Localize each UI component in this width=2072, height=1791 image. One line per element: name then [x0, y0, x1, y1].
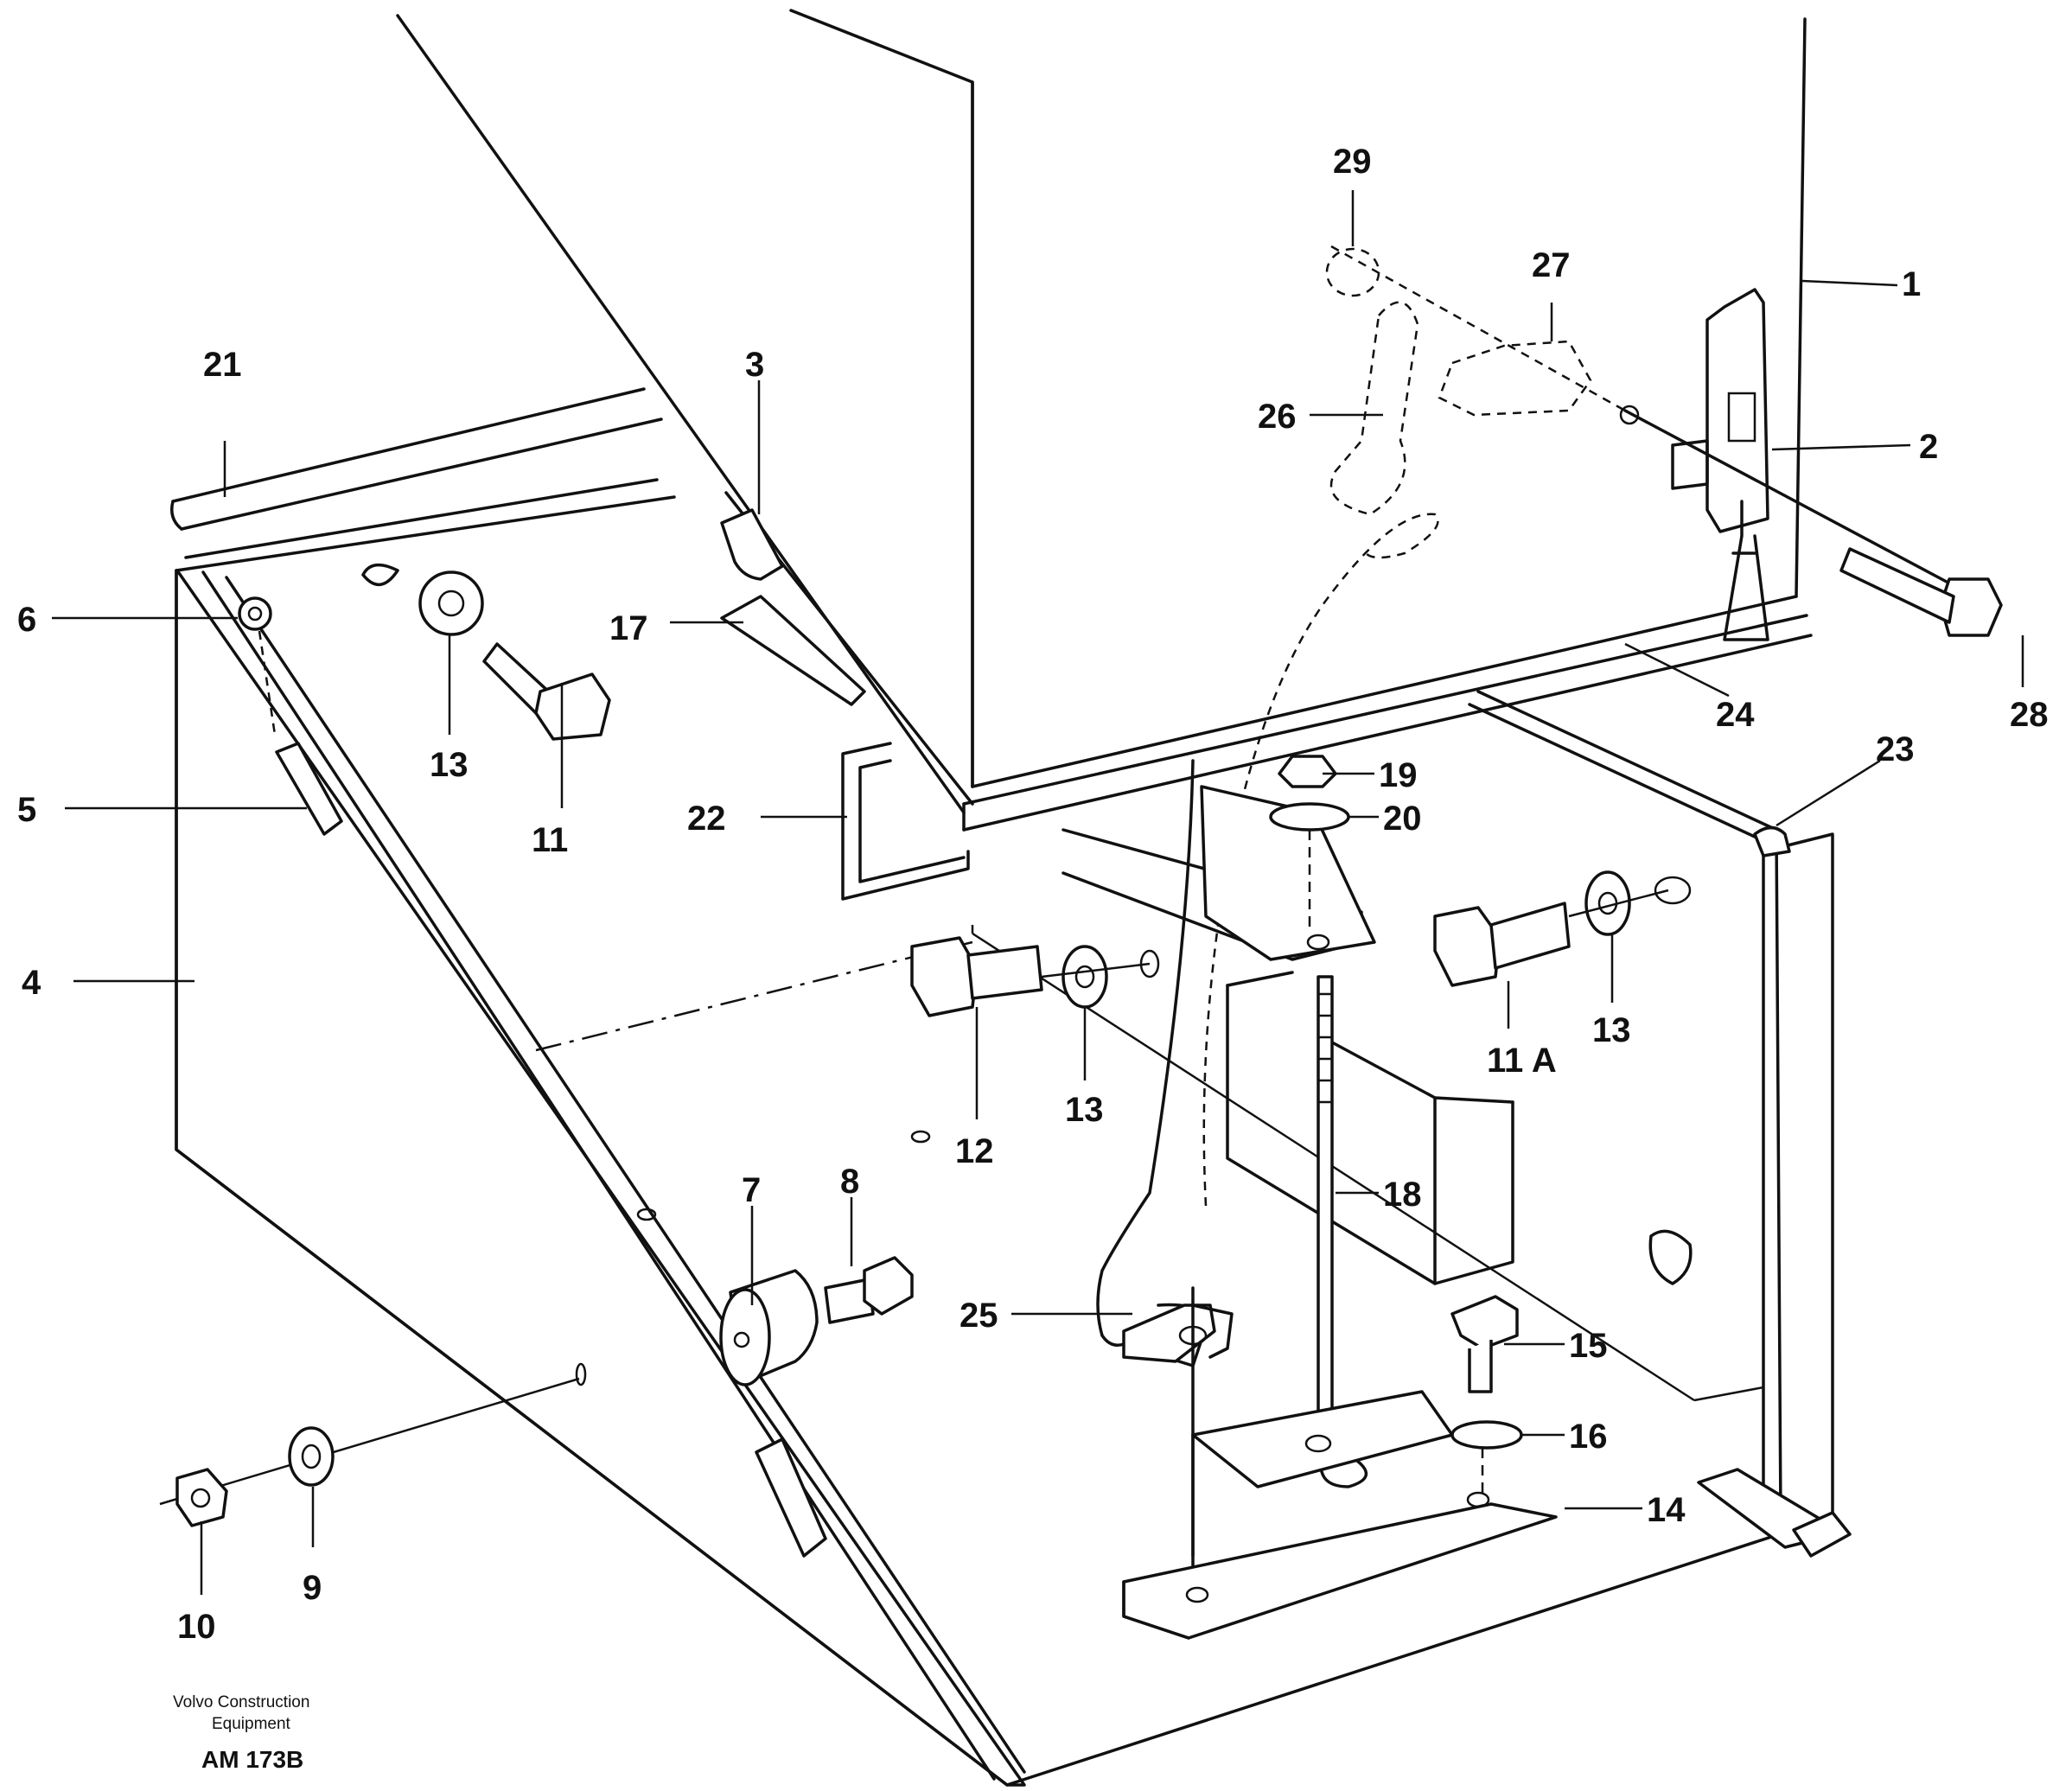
- callout-16: 16: [1569, 1418, 1608, 1456]
- callout-6: 6: [17, 601, 36, 639]
- cable-25: [1096, 759, 1234, 1627]
- rubber-stop-and-bolt: [719, 1256, 914, 1386]
- company-name-line1: Volvo Construction: [173, 1693, 309, 1711]
- bolt-28: [1623, 409, 2003, 637]
- callout-20: 20: [1383, 800, 1422, 838]
- dashed-parts: [1202, 245, 1640, 1207]
- callout-23: 23: [1876, 730, 1915, 768]
- callout-15: 15: [1569, 1327, 1608, 1365]
- edge-strip: [170, 387, 663, 531]
- callout-8: 8: [840, 1163, 859, 1201]
- callout-13-upper: 13: [430, 746, 469, 784]
- callout-22: 22: [687, 800, 726, 838]
- callout-25: 25: [959, 1297, 998, 1335]
- callout-1: 1: [1902, 265, 1921, 303]
- callout-2: 2: [1919, 428, 1938, 466]
- clamp-plate: [1122, 1390, 1558, 1640]
- bracket-22: [841, 742, 970, 901]
- hinge-3-and-17: [720, 508, 866, 706]
- callout-24: 24: [1716, 696, 1755, 734]
- holes: [636, 1130, 1693, 1285]
- lock-assembly: [1671, 288, 1769, 641]
- callout-19: 19: [1379, 756, 1418, 794]
- bolt-set-mid: [910, 936, 1160, 1017]
- company-name-line2: Equipment: [212, 1715, 291, 1733]
- callout-21: 21: [203, 346, 242, 384]
- bolt-set-right: [1433, 870, 1692, 987]
- bolt-15-washer-16: [1450, 1295, 1523, 1495]
- callout-7: 7: [742, 1171, 761, 1209]
- top-bracket: [1200, 755, 1376, 961]
- callout-5: 5: [17, 791, 36, 829]
- pin-6-and-5: [238, 596, 827, 1558]
- callout-4: 4: [22, 964, 41, 1002]
- callout-27: 27: [1532, 246, 1571, 284]
- callout-28: 28: [2010, 696, 2049, 734]
- callout-13-right: 13: [1592, 1011, 1631, 1049]
- callout-9: 9: [303, 1569, 322, 1607]
- callout-3: 3: [745, 346, 764, 384]
- hinge-bottom: [1697, 825, 1852, 1558]
- callout-11: 11: [532, 821, 568, 859]
- callout-29: 29: [1333, 143, 1372, 181]
- callout-26: 26: [1258, 398, 1297, 436]
- callout-13-mid: 13: [1065, 1091, 1104, 1129]
- callout-14: 14: [1647, 1491, 1686, 1529]
- footer: Volvo Construction Equipment AM 173B: [173, 1693, 309, 1773]
- nut-and-washer: [159, 1362, 587, 1527]
- callout-18: 18: [1383, 1176, 1422, 1214]
- callouts: 1 2 3 4 5 6 7 8 9 10 11 11 A 12 13 13 13…: [17, 143, 2049, 1646]
- callout-11a: 11 A: [1487, 1042, 1557, 1080]
- leader-lines: [52, 190, 2024, 1595]
- bolt-set-upper-left: [361, 563, 611, 741]
- box-housing: [175, 9, 1834, 1787]
- callout-10: 10: [177, 1608, 216, 1646]
- callout-12: 12: [955, 1132, 994, 1170]
- callout-17: 17: [609, 609, 648, 647]
- drawing-code: AM 173B: [201, 1746, 303, 1773]
